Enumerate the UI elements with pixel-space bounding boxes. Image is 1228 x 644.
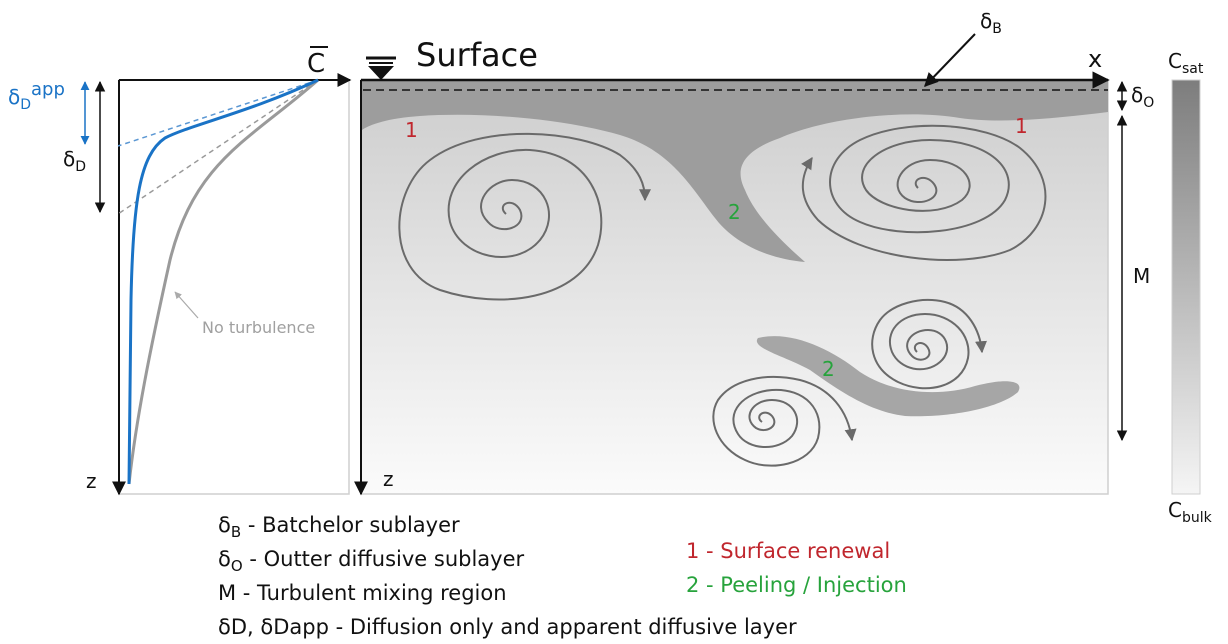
concentration-profile-panel: No turbulence δDapp δD C z — [8, 46, 352, 496]
surface-renewal-label-1b: 1 — [1015, 114, 1028, 138]
legend-diffusion: δD, δDapp - Diffusion only and apparent … — [218, 615, 797, 639]
legend: δB - Batchelor sublayer δO - Outter diff… — [218, 513, 907, 639]
c-bar-label: C — [307, 49, 325, 79]
legend-renewal: 1 - Surface renewal — [686, 539, 890, 563]
surface-label: Surface — [416, 36, 538, 74]
no-turbulence-curve — [127, 78, 319, 485]
flow-panel: Surface x z δB δO M 1 1 2 2 — [354, 9, 1154, 496]
legend-mixing: M - Turbulent mixing region — [218, 581, 507, 605]
no-turbulence-label: No turbulence — [202, 318, 315, 337]
delta-d-label: δD — [63, 147, 86, 175]
eddy-small-lower — [712, 376, 857, 467]
mixing-region-label: M — [1133, 264, 1150, 288]
delta-o-label: δO — [1131, 83, 1154, 111]
c-bulk-label: Cbulk — [1168, 498, 1213, 526]
legend-batchelor: δB - Batchelor sublayer — [218, 513, 460, 541]
z-axis-label-right: z — [383, 467, 394, 491]
surface-dark-layer — [362, 81, 1108, 262]
delta-b-pointer — [924, 33, 976, 88]
surface-renewal-label-1a: 1 — [405, 118, 418, 142]
profile-panel-frame — [118, 79, 350, 495]
injection-patch — [756, 336, 1020, 417]
concentration-gradient-bar — [1171, 79, 1201, 495]
x-axis-label: x — [1088, 45, 1102, 73]
gray-tangent-line — [117, 79, 319, 215]
c-sat-label: Csat — [1168, 49, 1204, 77]
water-surface-triangle — [368, 66, 394, 80]
peeling-label-2a: 2 — [728, 200, 741, 224]
legend-outter: δO - Outter diffusive sublayer — [218, 547, 525, 575]
blue-tangent-line — [117, 79, 319, 147]
eddy-small-upper — [871, 299, 987, 390]
delta-b-label: δB — [980, 9, 1002, 37]
eddy-large-right — [801, 124, 1047, 261]
no-turbulence-pointer — [174, 291, 199, 319]
peeling-label-2b: 2 — [822, 357, 835, 381]
delta-d-app-label: δDapp — [8, 79, 65, 113]
eddy-large-left — [398, 132, 651, 301]
concentration-scale-bar: Csat Cbulk — [1168, 49, 1213, 526]
legend-peeling: 2 - Peeling / Injection — [686, 573, 907, 597]
turbulent-profile-curve — [127, 78, 319, 485]
z-axis-label-left: z — [86, 469, 97, 493]
